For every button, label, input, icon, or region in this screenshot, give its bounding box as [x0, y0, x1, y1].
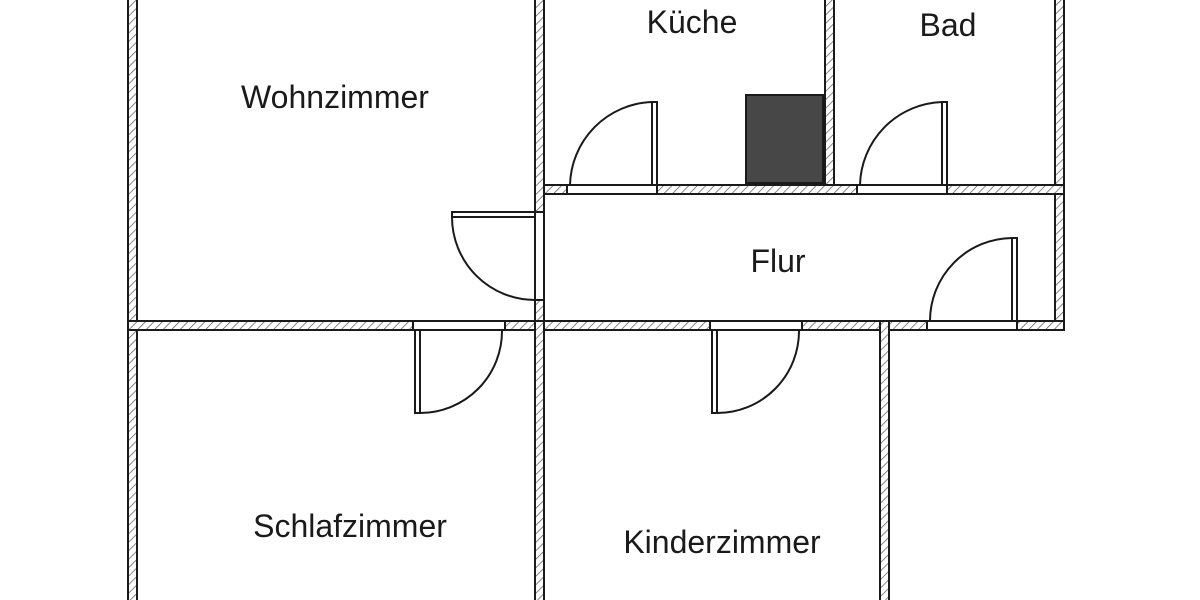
opening-kueche [566, 184, 658, 195]
wall-right-outer [1054, 0, 1065, 331]
opening-schlafzimmer [412, 320, 506, 331]
label-wohnzimmer: Wohnzimmer [241, 79, 429, 115]
wall-kueche-bad [824, 0, 835, 191]
room-labels: Wohnzimmer Küche Bad Flur Schlafzimmer K… [241, 4, 976, 560]
door-kueche [569, 101, 658, 186]
wall-middle-horizontal [127, 320, 1065, 331]
opening-flur-exit [926, 320, 1018, 331]
door-flur-exit [929, 237, 1018, 322]
opening-kinderzimmer [709, 320, 803, 331]
door-wohnzimmer [451, 211, 536, 301]
opening-wohnzimmer [534, 211, 545, 301]
wall-kueche-flur [543, 184, 1065, 195]
label-kueche: Küche [647, 4, 738, 40]
label-bad: Bad [920, 7, 977, 43]
label-flur: Flur [750, 243, 805, 279]
label-schlafzimmer: Schlafzimmer [253, 508, 447, 544]
opening-bad [856, 184, 948, 195]
door-bad [859, 101, 948, 186]
wall-kinderzimmer-right [879, 320, 890, 600]
kitchen-shaft-fixture [745, 94, 824, 184]
label-kinderzimmer: Kinderzimmer [623, 524, 821, 560]
door-kinderzimmer [711, 329, 801, 414]
wall-left-outer [127, 0, 138, 600]
door-schlafzimmer [414, 329, 504, 414]
wall-schlafzimmer-kinderzimmer [534, 320, 545, 600]
door-openings [412, 184, 1018, 331]
doors [414, 101, 1018, 414]
